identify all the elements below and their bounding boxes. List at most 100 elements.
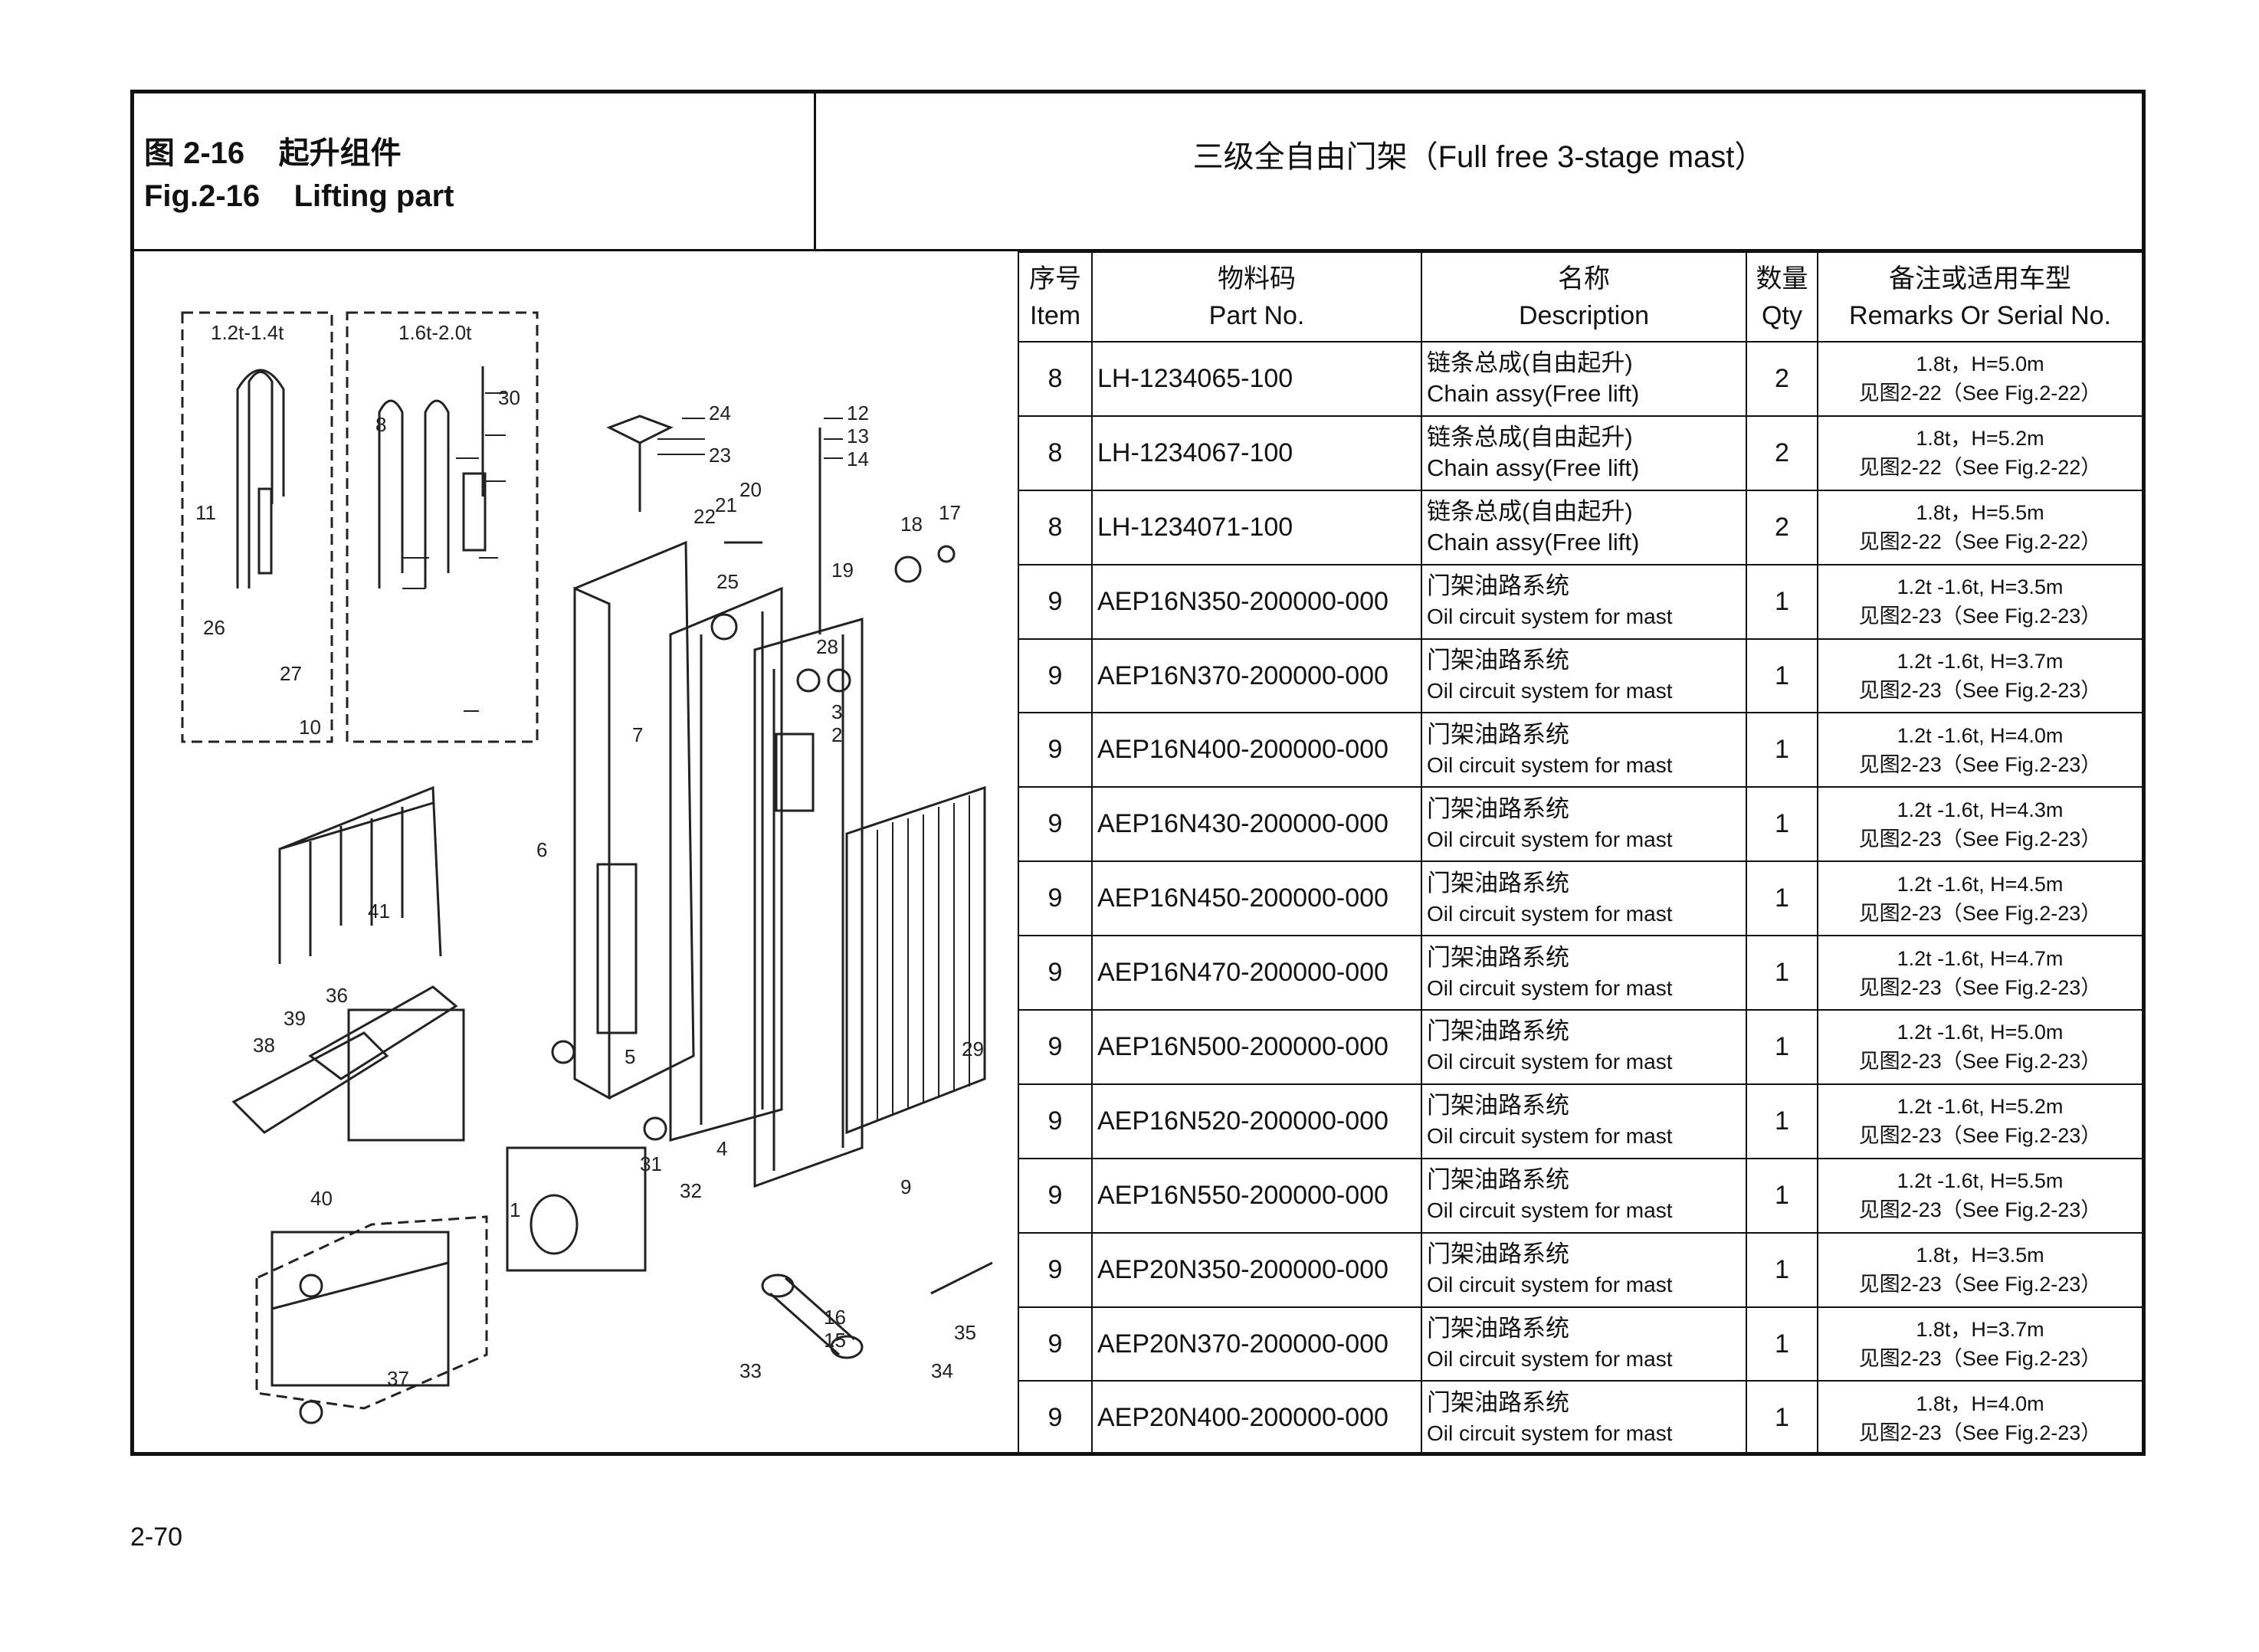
cell-part-no: AEP20N370-200000-000 bbox=[1091, 1306, 1422, 1382]
description-cn: 链条总成(自由起升) bbox=[1427, 424, 1633, 451]
cell-part-no: AEP16N430-200000-000 bbox=[1091, 786, 1422, 863]
remarks-model: 1.2t -1.6t, H=3.7m bbox=[1897, 650, 2064, 673]
part-callout-number: 33 bbox=[739, 1359, 762, 1382]
cell-qty: 1 bbox=[1746, 1083, 1818, 1159]
cell-item: 9 bbox=[1018, 860, 1093, 937]
inset-label-b: 1.6t-2.0t bbox=[398, 321, 472, 344]
cell-qty: 1 bbox=[1746, 1231, 1818, 1308]
remarks-reference: 见图2-22（See Fig.2-22） bbox=[1858, 530, 2102, 554]
cell-item: 9 bbox=[1018, 1083, 1093, 1159]
cell-item: 9 bbox=[1018, 935, 1093, 1011]
remarks-model: 1.8t，H=5.2m bbox=[1916, 427, 2044, 451]
part-callout-number: 31 bbox=[640, 1152, 662, 1175]
remarks-model: 1.2t -1.6t, H=4.0m bbox=[1897, 723, 2064, 747]
cell-part-no: AEP16N450-200000-000 bbox=[1091, 860, 1422, 937]
remarks-model: 1.8t，H=3.7m bbox=[1916, 1318, 2044, 1342]
description-en: Oil circuit system for mast bbox=[1427, 1198, 1673, 1223]
cell-part-no: LH-1234067-100 bbox=[1091, 415, 1422, 491]
part-callout-number: 22 bbox=[693, 505, 716, 528]
part-callout-number: 34 bbox=[931, 1359, 953, 1382]
inset-label-a: 1.2t-1.4t bbox=[211, 321, 284, 344]
section-title-box: 三级全自由门架（Full free 3-stage mast） bbox=[816, 93, 2142, 249]
remarks-reference: 见图2-23（See Fig.2-23） bbox=[1858, 1421, 2102, 1444]
figure-caption-english: Fig.2-16 Lifting part bbox=[144, 179, 454, 213]
inset-box-b bbox=[346, 311, 539, 743]
cell-part-no: AEP16N400-200000-000 bbox=[1091, 712, 1422, 788]
part-callout-number: 13 bbox=[847, 424, 869, 447]
header-divider bbox=[134, 249, 2142, 251]
remarks-reference: 见图2-23（See Fig.2-23） bbox=[1858, 1198, 2102, 1222]
description-en: Chain assy(Free lift) bbox=[1427, 454, 1640, 482]
cell-part-no: AEP16N370-200000-000 bbox=[1091, 638, 1422, 714]
cell-item: 9 bbox=[1018, 638, 1093, 714]
part-callout-number: 1 bbox=[510, 1198, 520, 1221]
description-cn: 链条总成(自由起升) bbox=[1427, 349, 1633, 377]
remarks-reference: 见图2-23（See Fig.2-23） bbox=[1858, 679, 2102, 702]
description-en: Chain assy(Free lift) bbox=[1427, 529, 1640, 556]
part-callout-number: 5 bbox=[625, 1045, 635, 1068]
description-en: Oil circuit system for mast bbox=[1427, 1273, 1673, 1297]
description-en: Oil circuit system for mast bbox=[1427, 679, 1673, 703]
cell-qty: 1 bbox=[1746, 1009, 1818, 1085]
part-callout-number: 7 bbox=[632, 723, 643, 746]
part-callout-number: 37 bbox=[387, 1367, 409, 1390]
remarks-reference: 见图2-23（See Fig.2-23） bbox=[1858, 1124, 2102, 1148]
description-cn: 门架油路系统 bbox=[1427, 647, 1569, 674]
description-en: Oil circuit system for mast bbox=[1427, 827, 1673, 851]
description-cn: 门架油路系统 bbox=[1427, 1166, 1569, 1194]
cell-part-no: AEP16N350-200000-000 bbox=[1091, 563, 1422, 640]
remarks-model: 1.8t，H=3.5m bbox=[1916, 1244, 2044, 1267]
remarks-reference: 见图2-23（See Fig.2-23） bbox=[1858, 752, 2102, 776]
cell-part-no: AEP16N500-200000-000 bbox=[1091, 1009, 1422, 1085]
remarks-model: 1.2t -1.6t, H=5.2m bbox=[1897, 1095, 2064, 1119]
description-en: Oil circuit system for mast bbox=[1427, 1050, 1673, 1074]
description-cn: 门架油路系统 bbox=[1427, 720, 1569, 748]
remarks-reference: 见图2-22（See Fig.2-22） bbox=[1858, 456, 2102, 480]
remarks-reference: 见图2-22（See Fig.2-22） bbox=[1858, 382, 2102, 405]
cell-part-no: AEP16N550-200000-000 bbox=[1091, 1157, 1422, 1234]
cell-qty: 1 bbox=[1746, 1380, 1818, 1457]
part-callout-number: 2 bbox=[831, 723, 842, 746]
cell-item: 8 bbox=[1018, 489, 1093, 565]
remarks-model: 1.2t -1.6t, H=4.5m bbox=[1897, 872, 2064, 896]
part-callout-number: 20 bbox=[739, 478, 762, 501]
cell-part-no: LH-1234071-100 bbox=[1091, 489, 1422, 565]
description-cn: 门架油路系统 bbox=[1427, 1241, 1569, 1268]
remarks-reference: 见图2-23（See Fig.2-23） bbox=[1858, 901, 2102, 925]
description-en: Oil circuit system for mast bbox=[1427, 975, 1673, 1000]
cell-part-no: LH-1234065-100 bbox=[1091, 341, 1422, 417]
cell-remarks: 1.8t，H=5.2m 见图2-22（See Fig.2-22） bbox=[1817, 415, 2143, 491]
cell-item: 8 bbox=[1018, 341, 1093, 417]
cell-qty: 1 bbox=[1746, 786, 1818, 863]
section-title: 三级全自由门架（Full free 3-stage mast） bbox=[1192, 140, 1766, 174]
part-callout-number: 15 bbox=[824, 1329, 846, 1352]
part-callout-number: 8 bbox=[375, 413, 386, 436]
cell-item: 8 bbox=[1018, 415, 1093, 491]
part-callout-number: 41 bbox=[368, 900, 390, 923]
cell-item: 9 bbox=[1018, 1380, 1093, 1457]
remarks-model: 1.2t -1.6t, H=4.7m bbox=[1897, 946, 2064, 970]
cell-remarks: 1.2t -1.6t, H=4.5m 见图2-23（See Fig.2-23） bbox=[1817, 860, 2143, 937]
part-callout-number: 18 bbox=[900, 513, 923, 536]
description-cn: 门架油路系统 bbox=[1427, 1018, 1569, 1045]
description-cn: 门架油路系统 bbox=[1427, 572, 1569, 600]
